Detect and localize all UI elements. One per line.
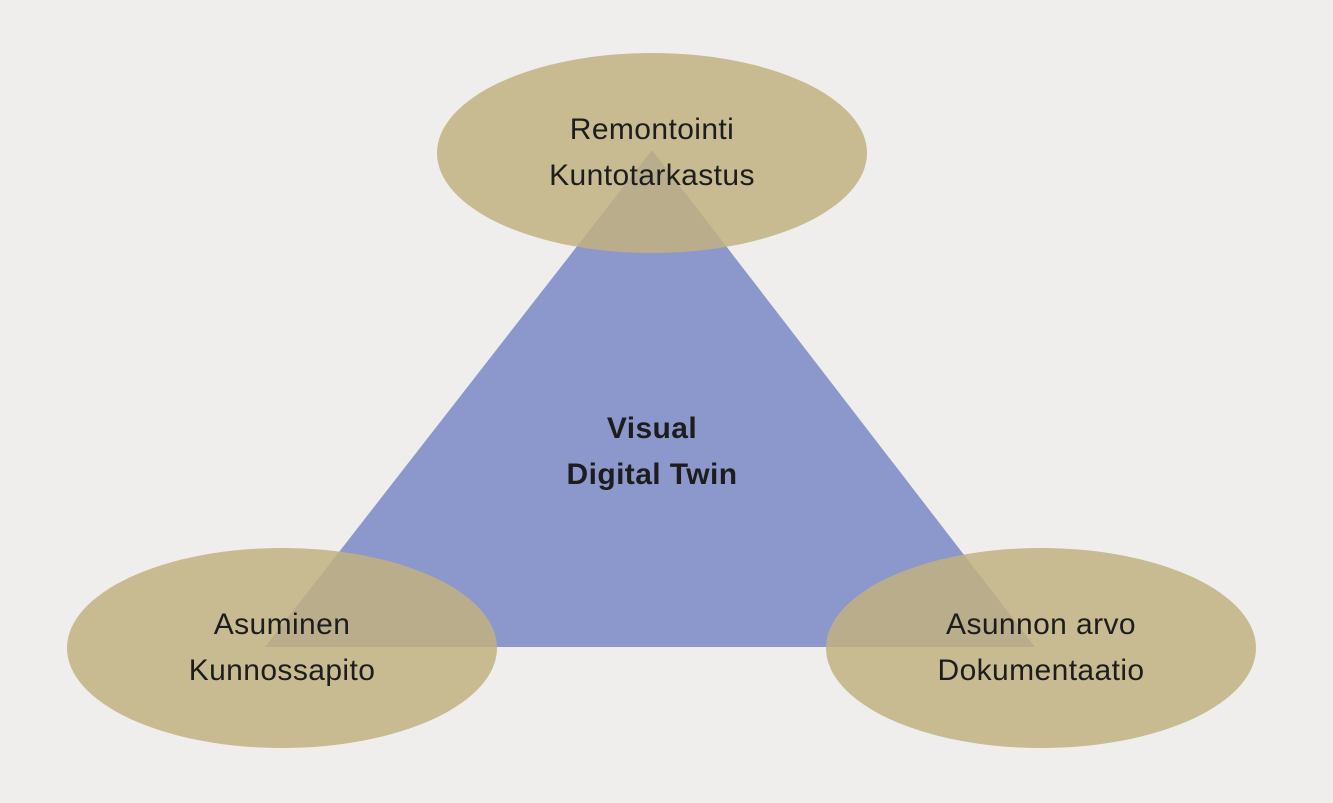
ellipse-asunnon-arvo: Asunnon arvo Dokumentaatio [826,548,1256,748]
ellipse-remontointi: Remontointi Kuntotarkastus [437,53,867,253]
ellipse-remontointi-line2: Kuntotarkastus [549,159,755,192]
ellipse-asuminen: Asuminen Kunnossapito [67,548,497,748]
triangle-shape [265,150,1035,647]
ellipse-asuminen-line2: Kunnossapito [188,654,376,687]
ellipse-remontointi-line1: Remontointi [569,113,735,146]
ellipse-asunnon-arvo-line2: Dokumentaatio [937,654,1145,687]
ellipse-asuminen-line1: Asuminen [213,608,351,641]
triangle-center-label-line2: Digital Twin [566,458,738,491]
triangle-center-label-line1: Visual [606,412,698,445]
triangle-center-label: Visual Digital Twin [452,406,852,498]
ellipse-asunnon-arvo-line1: Asunnon arvo [946,608,1136,641]
